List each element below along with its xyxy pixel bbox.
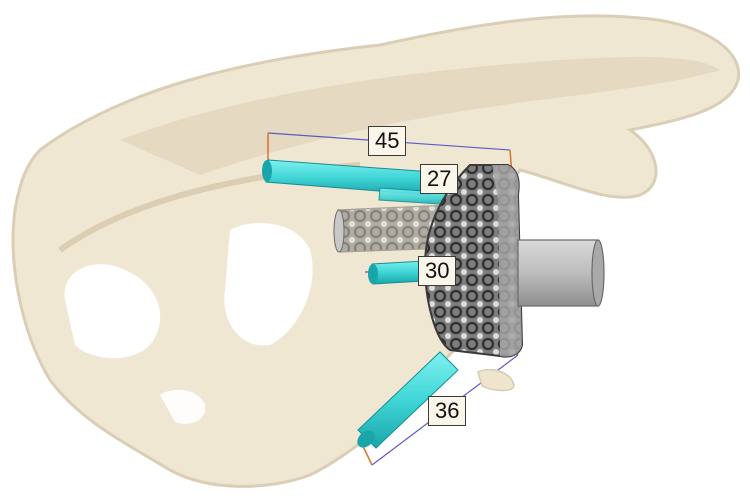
- bone-fragment: [477, 368, 515, 392]
- screw-inferior: [357, 351, 459, 449]
- screw-length-label-27: 27: [420, 164, 459, 194]
- screw-length-label-36: 36: [428, 396, 467, 426]
- glenosphere-peg: [517, 239, 605, 307]
- screw-length-label-45: 45: [368, 126, 407, 156]
- screw-length-label-30: 30: [418, 256, 457, 286]
- glenoid-baseplate: [423, 164, 524, 358]
